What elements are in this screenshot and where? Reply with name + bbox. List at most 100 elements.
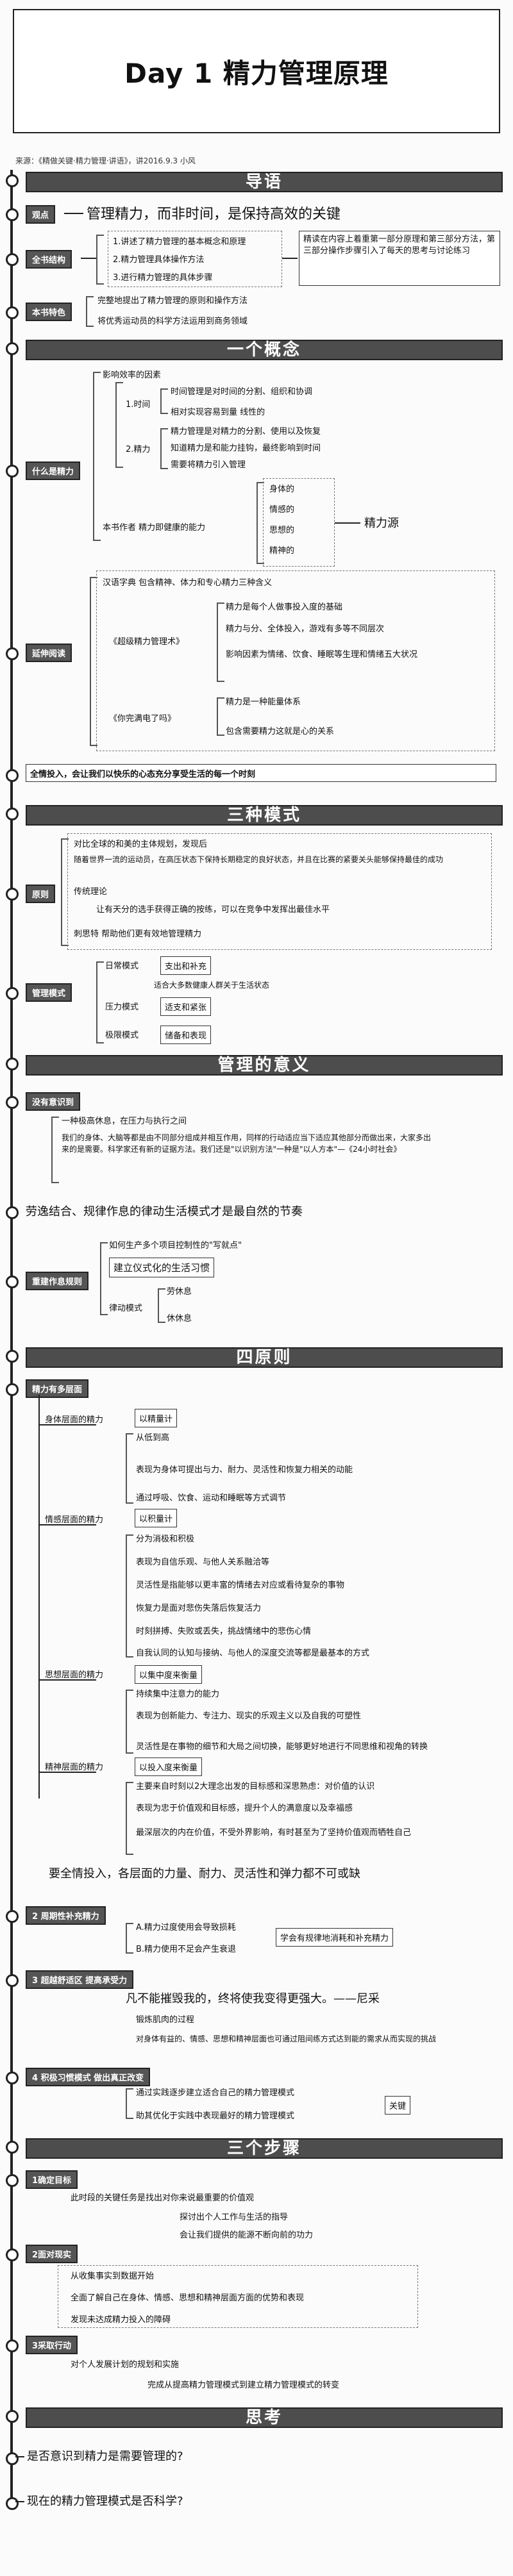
p1-label: 身体层面的精力 bbox=[45, 1415, 104, 1425]
timeline-node bbox=[6, 987, 19, 1000]
yuanze-item: 随着世界一流的运动员，在高压状态下保持长期稳定的良好状态，并且在比赛的紧要关头能… bbox=[74, 855, 444, 864]
yuanze-box bbox=[67, 833, 492, 950]
timeline-node bbox=[6, 647, 19, 660]
p2-box: 学会有规律地消耗和补充精力 bbox=[276, 1928, 394, 1947]
bracket bbox=[96, 235, 104, 285]
timeline-node bbox=[6, 1350, 19, 1363]
tag-guandian: 观点 bbox=[26, 205, 56, 224]
connector bbox=[38, 1772, 96, 1773]
connector bbox=[15, 2501, 24, 2502]
timeline-node bbox=[6, 1974, 19, 1987]
bracket bbox=[86, 296, 94, 327]
bracket bbox=[51, 1117, 59, 1183]
bracket bbox=[126, 1782, 133, 1855]
s3-item: 完成从提高精力管理模式到建立精力管理模式的转变 bbox=[147, 2381, 340, 2390]
bracket bbox=[126, 2088, 133, 2119]
mode-label: 压力模式 bbox=[105, 1002, 139, 1012]
author-text: 本书作者 精力即健康的能力 bbox=[103, 523, 206, 533]
rest-item: 劳休息 bbox=[167, 1287, 192, 1297]
yuanze-item: 对比全球的和美的主体规划，发现后 bbox=[74, 840, 208, 849]
section-sanzhong: 三种模式 bbox=[26, 805, 503, 826]
tag-s2: 2面对现实 bbox=[26, 2245, 78, 2263]
rhythm-text: 劳逸结合、规律作息的律动生活模式才是最自然的节奏 bbox=[26, 1205, 303, 1218]
yiyi-item: 一种极高休息，在压力与执行之间 bbox=[62, 1117, 187, 1126]
p2-item: A.精力过度使用会导致损耗 bbox=[136, 1923, 236, 1932]
p1-box: 以投入度来衡量 bbox=[135, 1757, 203, 1776]
tag-yuanze: 原则 bbox=[26, 885, 56, 903]
tag-no-awareness: 没有意识到 bbox=[26, 1092, 81, 1111]
dim-item: 思想的 bbox=[269, 526, 295, 535]
energy-label: 2.精力 bbox=[126, 445, 151, 454]
dim-item: 身体的 bbox=[269, 485, 295, 494]
dims-box bbox=[263, 478, 335, 567]
timeline-node bbox=[6, 2410, 19, 2423]
s1-item: 探讨出个人工作与生活的指导 bbox=[180, 2213, 289, 2222]
jiegou-note: 精读在内容上着重第一部分原理和第三部分方法，第三部分操作步骤引入了每天的思考与讨… bbox=[299, 231, 500, 286]
tag-shenme: 什么是精力 bbox=[26, 461, 81, 480]
s2-item: 全面了解自己在身体、情感、思想和精神层面方面的优势和表现 bbox=[71, 2293, 305, 2303]
p1-item: 表现为忠于价值观和目标感，提升个人的满意度以及幸福感 bbox=[136, 1804, 353, 1813]
timeline-node bbox=[6, 1058, 19, 1070]
connector bbox=[64, 213, 83, 214]
yuanze-item: 传统理论 bbox=[74, 887, 108, 897]
p1-item: 时刻拼搏、失败或丢失，挑战情绪中的悲伤心情 bbox=[136, 1627, 312, 1636]
p4-item: 通过实践逐步建立适合自己的精力管理模式 bbox=[136, 2088, 295, 2098]
p1-box: 以精量计 bbox=[135, 1409, 178, 1427]
timeline-node bbox=[6, 253, 19, 266]
bracket bbox=[61, 838, 69, 946]
p1-box: 以积量计 bbox=[135, 1509, 178, 1527]
p3-item: 锻炼肌肉的过程 bbox=[136, 2015, 195, 2025]
page-title: Day 1 精力管理原理 bbox=[124, 57, 389, 89]
tag-s3: 3采取行动 bbox=[26, 2336, 78, 2354]
mode-note: 适合大多数健康人群关于生活状态 bbox=[154, 981, 270, 990]
p1-item: 灵活性是在事物的细节和大局之间切换，能够更好地进行不同思维和视角的转换 bbox=[136, 1742, 428, 1752]
timeline-node bbox=[6, 808, 19, 820]
p1-item: 灵活性是指能够以更丰富的情绪去对应或看待复杂的事物 bbox=[136, 1581, 345, 1590]
book1-item: 精力与分、全体投入，游戏有多等不同层次 bbox=[226, 624, 385, 634]
timeline-node bbox=[6, 174, 19, 187]
time-item: 相对实现容易到量 线性的 bbox=[171, 408, 265, 417]
tag-moshi: 管理模式 bbox=[26, 983, 72, 1002]
s2-item: 发现未达成精力投入的障碍 bbox=[71, 2315, 171, 2325]
timeline-node bbox=[6, 769, 19, 782]
energy-item: 知道精力是和能力挂钩，最终影响到时间 bbox=[171, 444, 321, 453]
yiyi-item: 我们的身体、大脑等都是由不同部分组成并相互作用，同样的行动适应当下适应其他部分而… bbox=[62, 1133, 432, 1154]
bracket bbox=[115, 382, 123, 468]
jiegou-item: 2.精力管理具体操作方法 bbox=[113, 255, 205, 265]
p1-label: 精神层面的精力 bbox=[45, 1763, 104, 1772]
tese-item: 将优秀运动员的科学方法运用到商务领域 bbox=[97, 317, 248, 326]
section-siyuanze: 四原则 bbox=[26, 1347, 503, 1368]
timeline-node bbox=[6, 306, 19, 319]
p1-item: 持续集中注意力的能力 bbox=[136, 1690, 220, 1699]
factors-title: 影响效率的因素 bbox=[103, 370, 162, 380]
page-title-box: Day 1 精力管理原理 bbox=[13, 9, 500, 133]
timeline-node bbox=[6, 2141, 19, 2154]
timeline-node bbox=[6, 2174, 19, 2187]
section-sikao: 思考 bbox=[26, 2407, 503, 2428]
tag-jiegou: 全书结构 bbox=[26, 250, 72, 269]
section-sange: 三个步骤 bbox=[26, 2138, 503, 2159]
tag-tese: 本书特色 bbox=[26, 303, 72, 321]
tese-item: 完整地提出了精力管理的原则和操作方法 bbox=[97, 296, 248, 306]
bracket bbox=[256, 482, 264, 564]
bracket bbox=[93, 372, 101, 541]
connector bbox=[81, 258, 96, 259]
p1-label: 思想层面的精力 bbox=[45, 1670, 104, 1680]
p2-item: B.精力使用不足会产生衰退 bbox=[136, 1945, 237, 1954]
energy-item: 精力管理是对精力的分割、使用以及恢复 bbox=[171, 427, 321, 436]
bracket bbox=[96, 961, 104, 1043]
bracket bbox=[217, 602, 224, 682]
timeline-node bbox=[6, 1096, 19, 1109]
rest-item: 休休息 bbox=[167, 1314, 192, 1324]
timeline-node bbox=[6, 2248, 19, 2261]
bracket bbox=[126, 1690, 133, 1754]
timeline-node bbox=[6, 1206, 19, 1219]
p1-item: 自我认同的认知与接纳、与他人的深度交流等都是最基本的方式 bbox=[136, 1649, 370, 1658]
source-meta: 来源：《精做关键·精力管理·讲语》，讲2016.9.3 小风 bbox=[15, 156, 196, 165]
book1-item: 影响因素为情绪、饮食、睡眠等生理和情绪五大状况 bbox=[226, 650, 418, 660]
dim-item: 情感的 bbox=[269, 505, 295, 515]
section-daoyu: 导语 bbox=[26, 172, 503, 192]
connector bbox=[38, 1524, 96, 1525]
jiegou-item: 3.进行精力管理的具体步骤 bbox=[113, 273, 213, 283]
guandian-text: 管理精力，而非时间，是保持高效的关键 bbox=[87, 206, 341, 222]
